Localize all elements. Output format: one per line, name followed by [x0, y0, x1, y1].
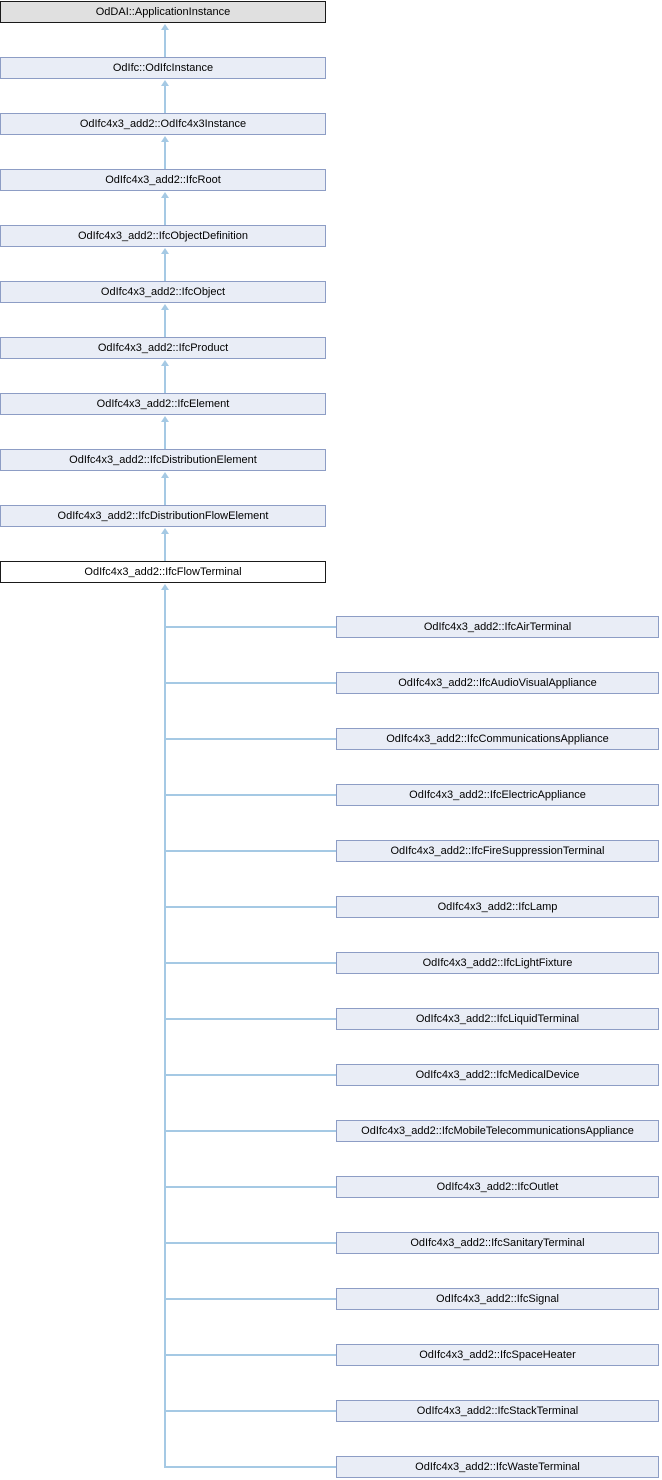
derived-branch-edge: [164, 1186, 336, 1188]
inheritance-edge: [164, 254, 166, 281]
arrow-up-icon: [161, 416, 169, 422]
derived-class-node[interactable]: OdIfc4x3_add2::IfcSignal: [336, 1288, 659, 1310]
inheritance-edge: [164, 198, 166, 225]
arrow-up-icon: [161, 360, 169, 366]
arrow-up-icon: [161, 528, 169, 534]
derived-class-node[interactable]: OdIfc4x3_add2::IfcMobileTelecommunicatio…: [336, 1120, 659, 1142]
derived-class-node[interactable]: OdIfc4x3_add2::IfcStackTerminal: [336, 1400, 659, 1422]
derived-class-node[interactable]: OdIfc4x3_add2::IfcMedicalDevice: [336, 1064, 659, 1086]
arrow-up-icon: [161, 584, 169, 590]
class-node[interactable]: OdIfc4x3_add2::IfcObjectDefinition: [0, 225, 326, 247]
inheritance-edge: [164, 478, 166, 505]
arrow-up-icon: [161, 80, 169, 86]
class-node[interactable]: OdIfc4x3_add2::IfcDistributionFlowElemen…: [0, 505, 326, 527]
inheritance-edge: [164, 422, 166, 449]
derived-class-node[interactable]: OdIfc4x3_add2::IfcLiquidTerminal: [336, 1008, 659, 1030]
inheritance-edge: [164, 310, 166, 337]
inheritance-edge: [164, 534, 166, 561]
derived-class-node[interactable]: OdIfc4x3_add2::IfcLamp: [336, 896, 659, 918]
current-class-node: OdIfc4x3_add2::IfcFlowTerminal: [0, 561, 326, 583]
derived-branch-edge: [164, 1298, 336, 1300]
arrow-up-icon: [161, 472, 169, 478]
derived-class-node[interactable]: OdIfc4x3_add2::IfcAirTerminal: [336, 616, 659, 638]
class-node[interactable]: OdIfc4x3_add2::IfcDistributionElement: [0, 449, 326, 471]
class-node[interactable]: OdIfc::OdIfcInstance: [0, 57, 326, 79]
arrow-up-icon: [161, 24, 169, 30]
derived-branch-edge: [164, 682, 336, 684]
derived-branch-edge: [164, 906, 336, 908]
class-node[interactable]: OdIfc4x3_add2::OdIfc4x3Instance: [0, 113, 326, 135]
derived-class-node[interactable]: OdIfc4x3_add2::IfcLightFixture: [336, 952, 659, 974]
derived-branch-edge: [164, 1074, 336, 1076]
derived-class-node[interactable]: OdIfc4x3_add2::IfcCommunicationsApplianc…: [336, 728, 659, 750]
class-node[interactable]: OdIfc4x3_add2::IfcObject: [0, 281, 326, 303]
derived-branch-edge: [164, 738, 336, 740]
arrow-up-icon: [161, 192, 169, 198]
derived-branch-edge: [164, 1354, 336, 1356]
class-node[interactable]: OdIfc4x3_add2::IfcElement: [0, 393, 326, 415]
derived-class-node[interactable]: OdIfc4x3_add2::IfcSpaceHeater: [336, 1344, 659, 1366]
derived-class-node[interactable]: OdIfc4x3_add2::IfcAudioVisualAppliance: [336, 672, 659, 694]
derived-trunk-edge: [164, 590, 166, 1468]
derived-class-node[interactable]: OdIfc4x3_add2::IfcFireSuppressionTermina…: [336, 840, 659, 862]
derived-branch-edge: [164, 626, 336, 628]
arrow-up-icon: [161, 248, 169, 254]
class-node[interactable]: OdIfc4x3_add2::IfcProduct: [0, 337, 326, 359]
inheritance-edge: [164, 142, 166, 169]
derived-class-node[interactable]: OdIfc4x3_add2::IfcOutlet: [336, 1176, 659, 1198]
derived-branch-edge: [164, 962, 336, 964]
derived-class-node[interactable]: OdIfc4x3_add2::IfcElectricAppliance: [336, 784, 659, 806]
root-class-node: OdDAI::ApplicationInstance: [0, 1, 326, 23]
derived-branch-edge: [164, 1466, 336, 1468]
derived-branch-edge: [164, 1242, 336, 1244]
derived-branch-edge: [164, 1410, 336, 1412]
inheritance-edge: [164, 30, 166, 57]
arrow-up-icon: [161, 136, 169, 142]
class-node[interactable]: OdIfc4x3_add2::IfcRoot: [0, 169, 326, 191]
derived-branch-edge: [164, 850, 336, 852]
inheritance-edge: [164, 86, 166, 113]
derived-branch-edge: [164, 794, 336, 796]
derived-branch-edge: [164, 1130, 336, 1132]
derived-class-node[interactable]: OdIfc4x3_add2::IfcSanitaryTerminal: [336, 1232, 659, 1254]
inheritance-edge: [164, 366, 166, 393]
arrow-up-icon: [161, 304, 169, 310]
derived-branch-edge: [164, 1018, 336, 1020]
derived-class-node[interactable]: OdIfc4x3_add2::IfcWasteTerminal: [336, 1456, 659, 1478]
